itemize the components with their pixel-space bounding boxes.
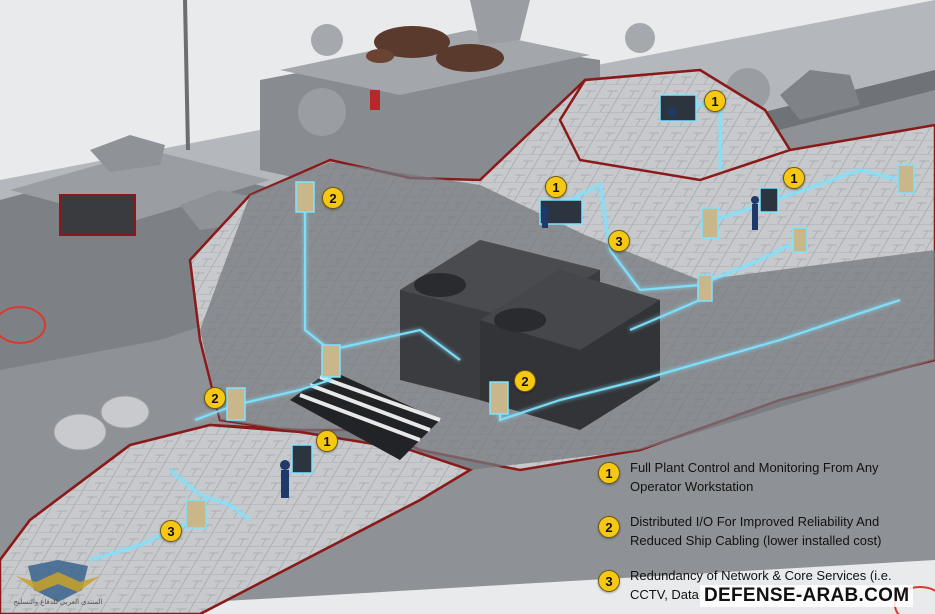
radome-left [298, 88, 346, 136]
legend-item-3: 3 Redundancy of Network & Core Services … [598, 566, 930, 604]
superstructure-mid-roof [280, 30, 590, 95]
marker-1-control-room: 1 [545, 176, 567, 198]
marker-2-upper-io: 2 [322, 187, 344, 209]
liferafts [53, 395, 150, 451]
legend-marker-1: 1 [598, 462, 620, 484]
exhaust-hatch [59, 194, 136, 236]
marker-1-fore-station: 1 [783, 167, 805, 189]
marker-2-left-io: 2 [204, 387, 226, 409]
mast [183, 0, 190, 151]
mast-tower [470, 0, 530, 45]
red-door-mid [370, 90, 380, 110]
operator-workstations [280, 94, 779, 498]
io-cabinets [185, 164, 915, 529]
marker-3-control-room: 3 [608, 230, 630, 252]
legend-text-1: Full Plant Control and Monitoring From A… [630, 460, 879, 494]
legend-marker-2: 2 [598, 516, 620, 538]
funnel-small [366, 49, 394, 63]
marker-3-lower-compartment: 3 [160, 520, 182, 542]
legend-marker-3: 3 [598, 570, 620, 592]
marker-2-engine-io: 2 [514, 370, 536, 392]
gun-turret [780, 70, 860, 120]
forum-logo-text: المنتدى العربي للدفاع والتسليح [13, 599, 103, 606]
legend-text-3: Redundancy of Network & Core Services (i… [630, 568, 892, 602]
gun-mount-aft [90, 135, 165, 172]
marker-1-lower-station: 1 [316, 430, 338, 452]
legend-item-2: 2 Distributed I/O For Improved Reliabili… [598, 512, 930, 550]
watermark: DEFENSE-ARAB.COM [700, 585, 914, 607]
funnel-left [374, 26, 450, 58]
legend-text-2: Distributed I/O For Improved Reliability… [630, 514, 882, 548]
forum-logo-icon [16, 560, 100, 602]
radome-right [625, 23, 655, 53]
deck-marking-left [0, 306, 46, 344]
funnel-right [436, 44, 504, 72]
bridge-deck [558, 68, 792, 182]
marker-1-bridge: 1 [704, 90, 726, 112]
radome-top [311, 24, 343, 56]
legend-item-1: 1 Full Plant Control and Monitoring From… [598, 458, 930, 496]
